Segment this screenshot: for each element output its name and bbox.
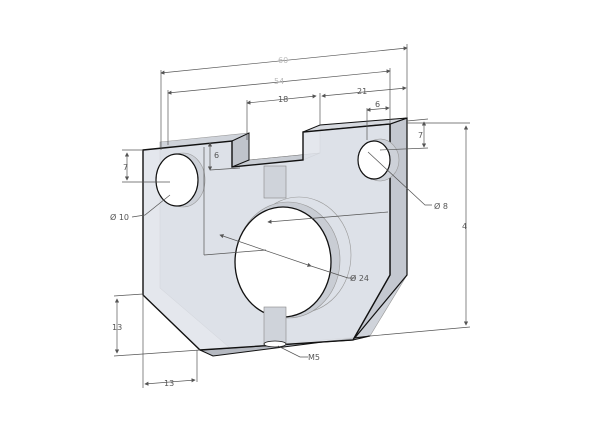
- dim-left-hole-dia: Ø 10: [110, 212, 129, 222]
- dim-center-hole-dia: Ø 24: [350, 273, 369, 283]
- dim-notch-width: 18: [278, 95, 288, 104]
- dim-hole-span: 54: [274, 77, 284, 86]
- center-hole: [234, 206, 332, 318]
- dim-notch-depth: 6: [214, 151, 219, 160]
- left-hole: [155, 153, 199, 207]
- dim-overall-width: 60: [278, 56, 288, 65]
- dim-chamfer-height: 13: [112, 323, 122, 332]
- dim-chamfer-width: 13: [164, 379, 174, 388]
- dim-right-hole-offset: 6: [375, 100, 380, 109]
- right-hole: [357, 140, 391, 180]
- dim-left-hole-height: 7: [123, 163, 128, 172]
- dim-right-offset: 21: [357, 87, 367, 96]
- dim-right-hole-height: 7: [418, 131, 423, 140]
- dim-overall-height: 4: [462, 222, 467, 231]
- dimension-lines: [113, 44, 471, 388]
- m5-hole: [263, 340, 287, 348]
- dim-right-hole-dia: Ø 8: [434, 201, 448, 211]
- bottom-thread-bore: [263, 306, 287, 346]
- dim-thread: M5: [308, 353, 320, 362]
- top-thread-bore: [263, 165, 287, 199]
